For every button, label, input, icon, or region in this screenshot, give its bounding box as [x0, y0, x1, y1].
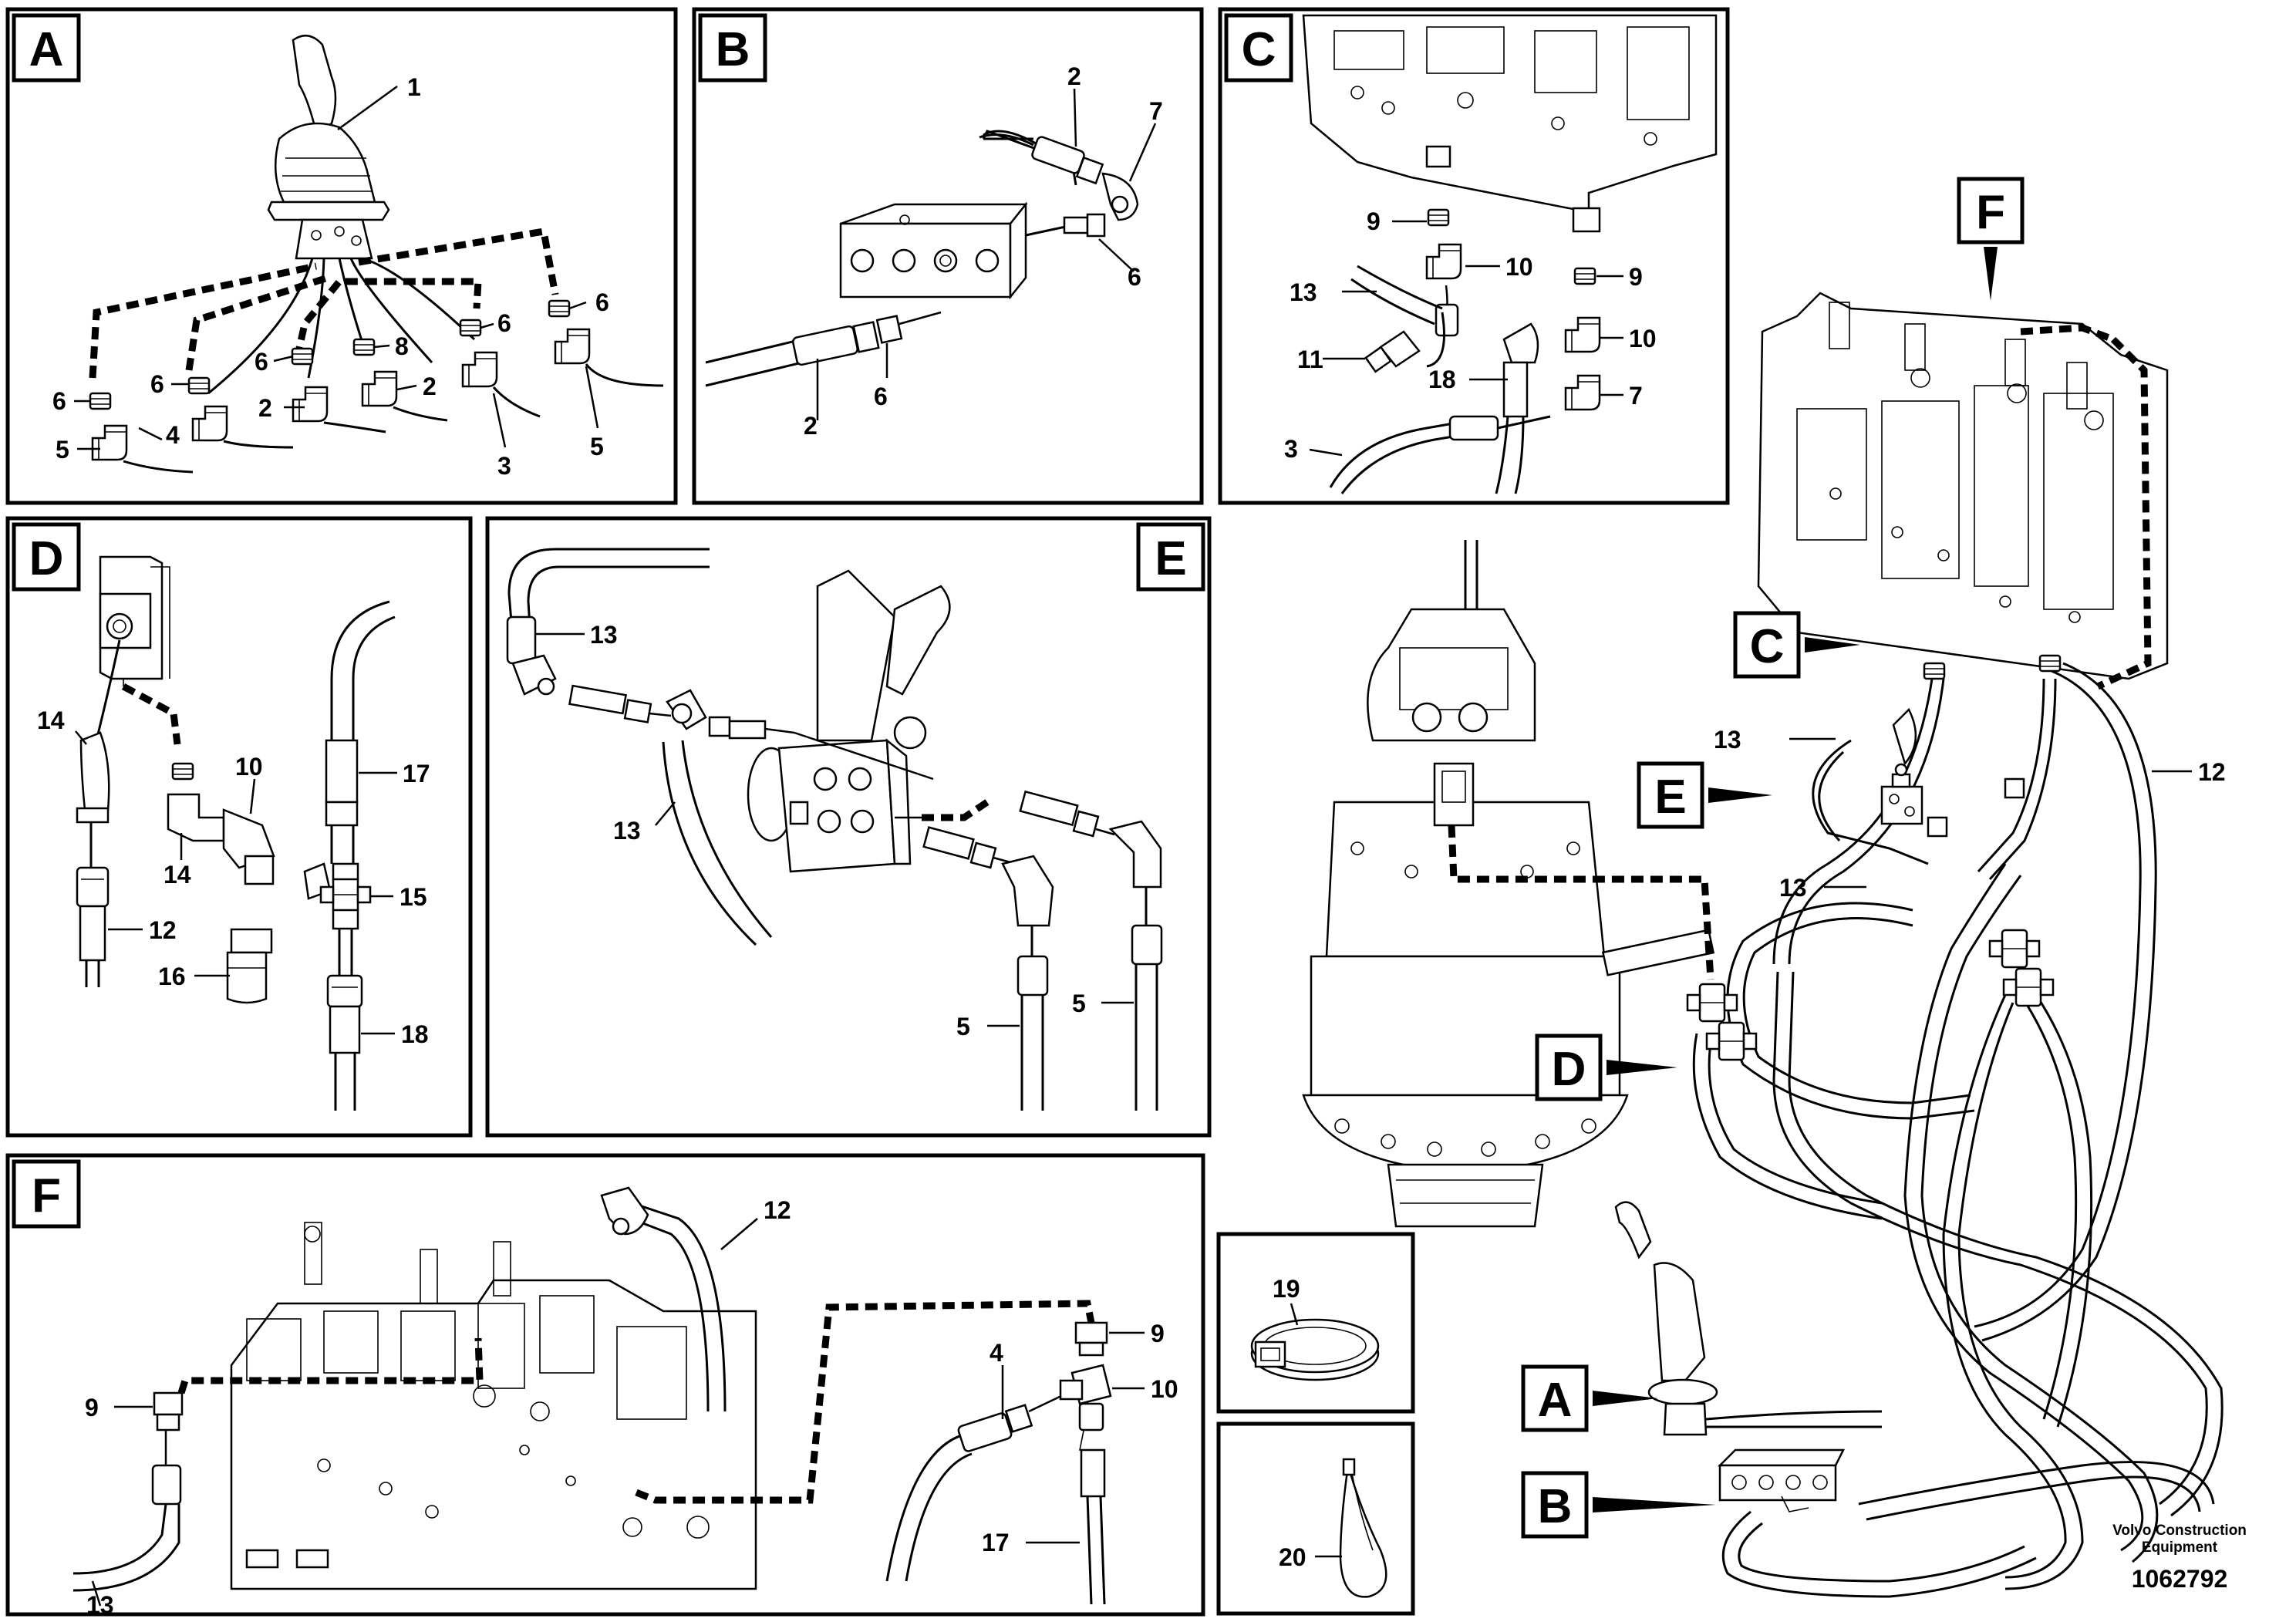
part-callout-3: 3	[497, 452, 511, 480]
panel-e-drawing: 13 13 5 5	[506, 548, 1163, 1111]
part-callout-15: 15	[400, 883, 427, 911]
section-letter: E	[1654, 771, 1686, 824]
panel-d-drawing: 14 10 17 14 15 12 16 18	[37, 555, 430, 1111]
panel-a-frame	[5, 7, 678, 505]
panel-tag-c: C	[1224, 13, 1293, 83]
section-letter: A	[29, 23, 64, 76]
overview-tag-f: F	[1957, 177, 2025, 301]
publisher-name: Volvo Construction	[2112, 1523, 2247, 1539]
part-callout-14: 14	[164, 861, 191, 889]
part-callout-12: 12	[2198, 758, 2226, 786]
part-callout-6: 6	[150, 370, 164, 398]
panel-tag-d: D	[12, 522, 81, 592]
section-letter: F	[32, 1169, 61, 1222]
part-callout-9: 9	[1629, 263, 1643, 291]
part-callout-10: 10	[1151, 1375, 1178, 1403]
part-callout-8: 8	[395, 332, 409, 360]
part-callout-10: 10	[1629, 325, 1657, 352]
part-callout-5: 5	[56, 436, 69, 464]
clamp-drawing: 19	[1250, 1275, 1380, 1381]
part-callout-2: 2	[258, 394, 272, 422]
part-callout-10: 10	[235, 753, 263, 781]
part-callout-10: 10	[1505, 253, 1533, 281]
part-callout-9: 9	[1367, 207, 1381, 235]
panel-tag-f: F	[12, 1159, 81, 1229]
section-letter: B	[1538, 1480, 1573, 1533]
part-callout-12: 12	[764, 1196, 791, 1224]
part-callout-2: 2	[1067, 62, 1081, 90]
part-callout-2: 2	[423, 373, 437, 400]
part-callout-13: 13	[1779, 874, 1807, 902]
part-callout-6: 6	[497, 309, 511, 337]
part-callout-3: 3	[1284, 435, 1298, 463]
overview-assembly: F C E D A B 13	[1302, 177, 2226, 1598]
part-callout-13: 13	[590, 621, 618, 649]
panel-a-drawing: 1 6 6 6 8 6 6 2 2 4 3 5 5	[52, 35, 664, 480]
panel-b-drawing: 2 7 6 2 6	[705, 62, 1163, 440]
part-callout-17: 17	[403, 760, 430, 787]
part-callout-6: 6	[1128, 263, 1141, 291]
section-letter: D	[1552, 1043, 1586, 1096]
cable-tie-drawing: 20	[1279, 1458, 1387, 1598]
panel-e-frame	[485, 516, 1212, 1138]
part-callout-5: 5	[956, 1013, 970, 1040]
part-callout-14: 14	[37, 706, 65, 734]
panel-f-drawing: 12 9 4 10 9 13 17	[72, 1186, 1178, 1619]
overview-tag-e: E	[1637, 761, 1772, 829]
panel-tie-frame	[1216, 1421, 1415, 1616]
panel-tag-a: A	[12, 13, 81, 83]
overview-tag-b: B	[1521, 1471, 1716, 1539]
part-callout-4: 4	[166, 421, 180, 449]
drawing-reference-number: 1062792	[2132, 1565, 2228, 1593]
panel-clamp-frame	[1216, 1232, 1415, 1414]
panel-tag-e: E	[1136, 522, 1205, 592]
publisher-footer: Volvo Construction Equipment 1062792	[2112, 1523, 2247, 1593]
part-callout-6: 6	[874, 383, 888, 410]
part-callout-16: 16	[158, 963, 186, 990]
section-letter: A	[1538, 1374, 1573, 1427]
part-callout-13: 13	[1290, 278, 1317, 306]
panel-c-frame	[1218, 7, 1730, 505]
part-callout-7: 7	[1149, 97, 1163, 125]
panel-c-drawing: 9 10 13 9 11 10 18 7 3	[1284, 14, 1718, 494]
part-callout-9: 9	[85, 1394, 99, 1421]
part-callout-13: 13	[613, 817, 641, 845]
panel-b-frame	[692, 7, 1204, 505]
part-callout-5: 5	[590, 433, 604, 460]
panel-f-frame	[5, 1153, 1205, 1617]
part-callout-19: 19	[1273, 1275, 1300, 1303]
part-callout-4: 4	[990, 1339, 1003, 1367]
part-callout-6: 6	[52, 387, 66, 415]
part-callout-6: 6	[595, 288, 609, 316]
publisher-subname: Equipment	[2142, 1539, 2218, 1556]
section-letter: C	[1242, 23, 1276, 76]
overview-tag-c: C	[1733, 611, 1860, 679]
overview-tag-d: D	[1535, 1034, 1677, 1101]
part-callout-5: 5	[1072, 990, 1086, 1017]
overview-tag-a: A	[1521, 1364, 1658, 1432]
part-callout-17: 17	[982, 1529, 1010, 1556]
part-callout-18: 18	[401, 1020, 429, 1048]
part-callout-12: 12	[149, 916, 177, 944]
part-callout-20: 20	[1279, 1543, 1306, 1571]
part-callout-9: 9	[1151, 1320, 1165, 1347]
part-callout-6: 6	[255, 348, 268, 376]
part-callout-18: 18	[1428, 366, 1456, 393]
part-callout-13: 13	[1714, 726, 1741, 754]
panel-d-frame	[5, 516, 473, 1138]
part-callout-13: 13	[86, 1591, 114, 1619]
section-letter: E	[1155, 532, 1186, 585]
part-callout-7: 7	[1629, 382, 1643, 410]
panel-tag-b: B	[698, 13, 767, 83]
section-letter: B	[716, 23, 750, 76]
section-letter: F	[1976, 186, 2005, 239]
part-callout-2: 2	[804, 412, 818, 440]
part-callout-1: 1	[407, 73, 421, 101]
section-letter: D	[29, 532, 64, 585]
part-callout-11: 11	[1297, 346, 1323, 373]
section-letter: C	[1750, 620, 1785, 673]
